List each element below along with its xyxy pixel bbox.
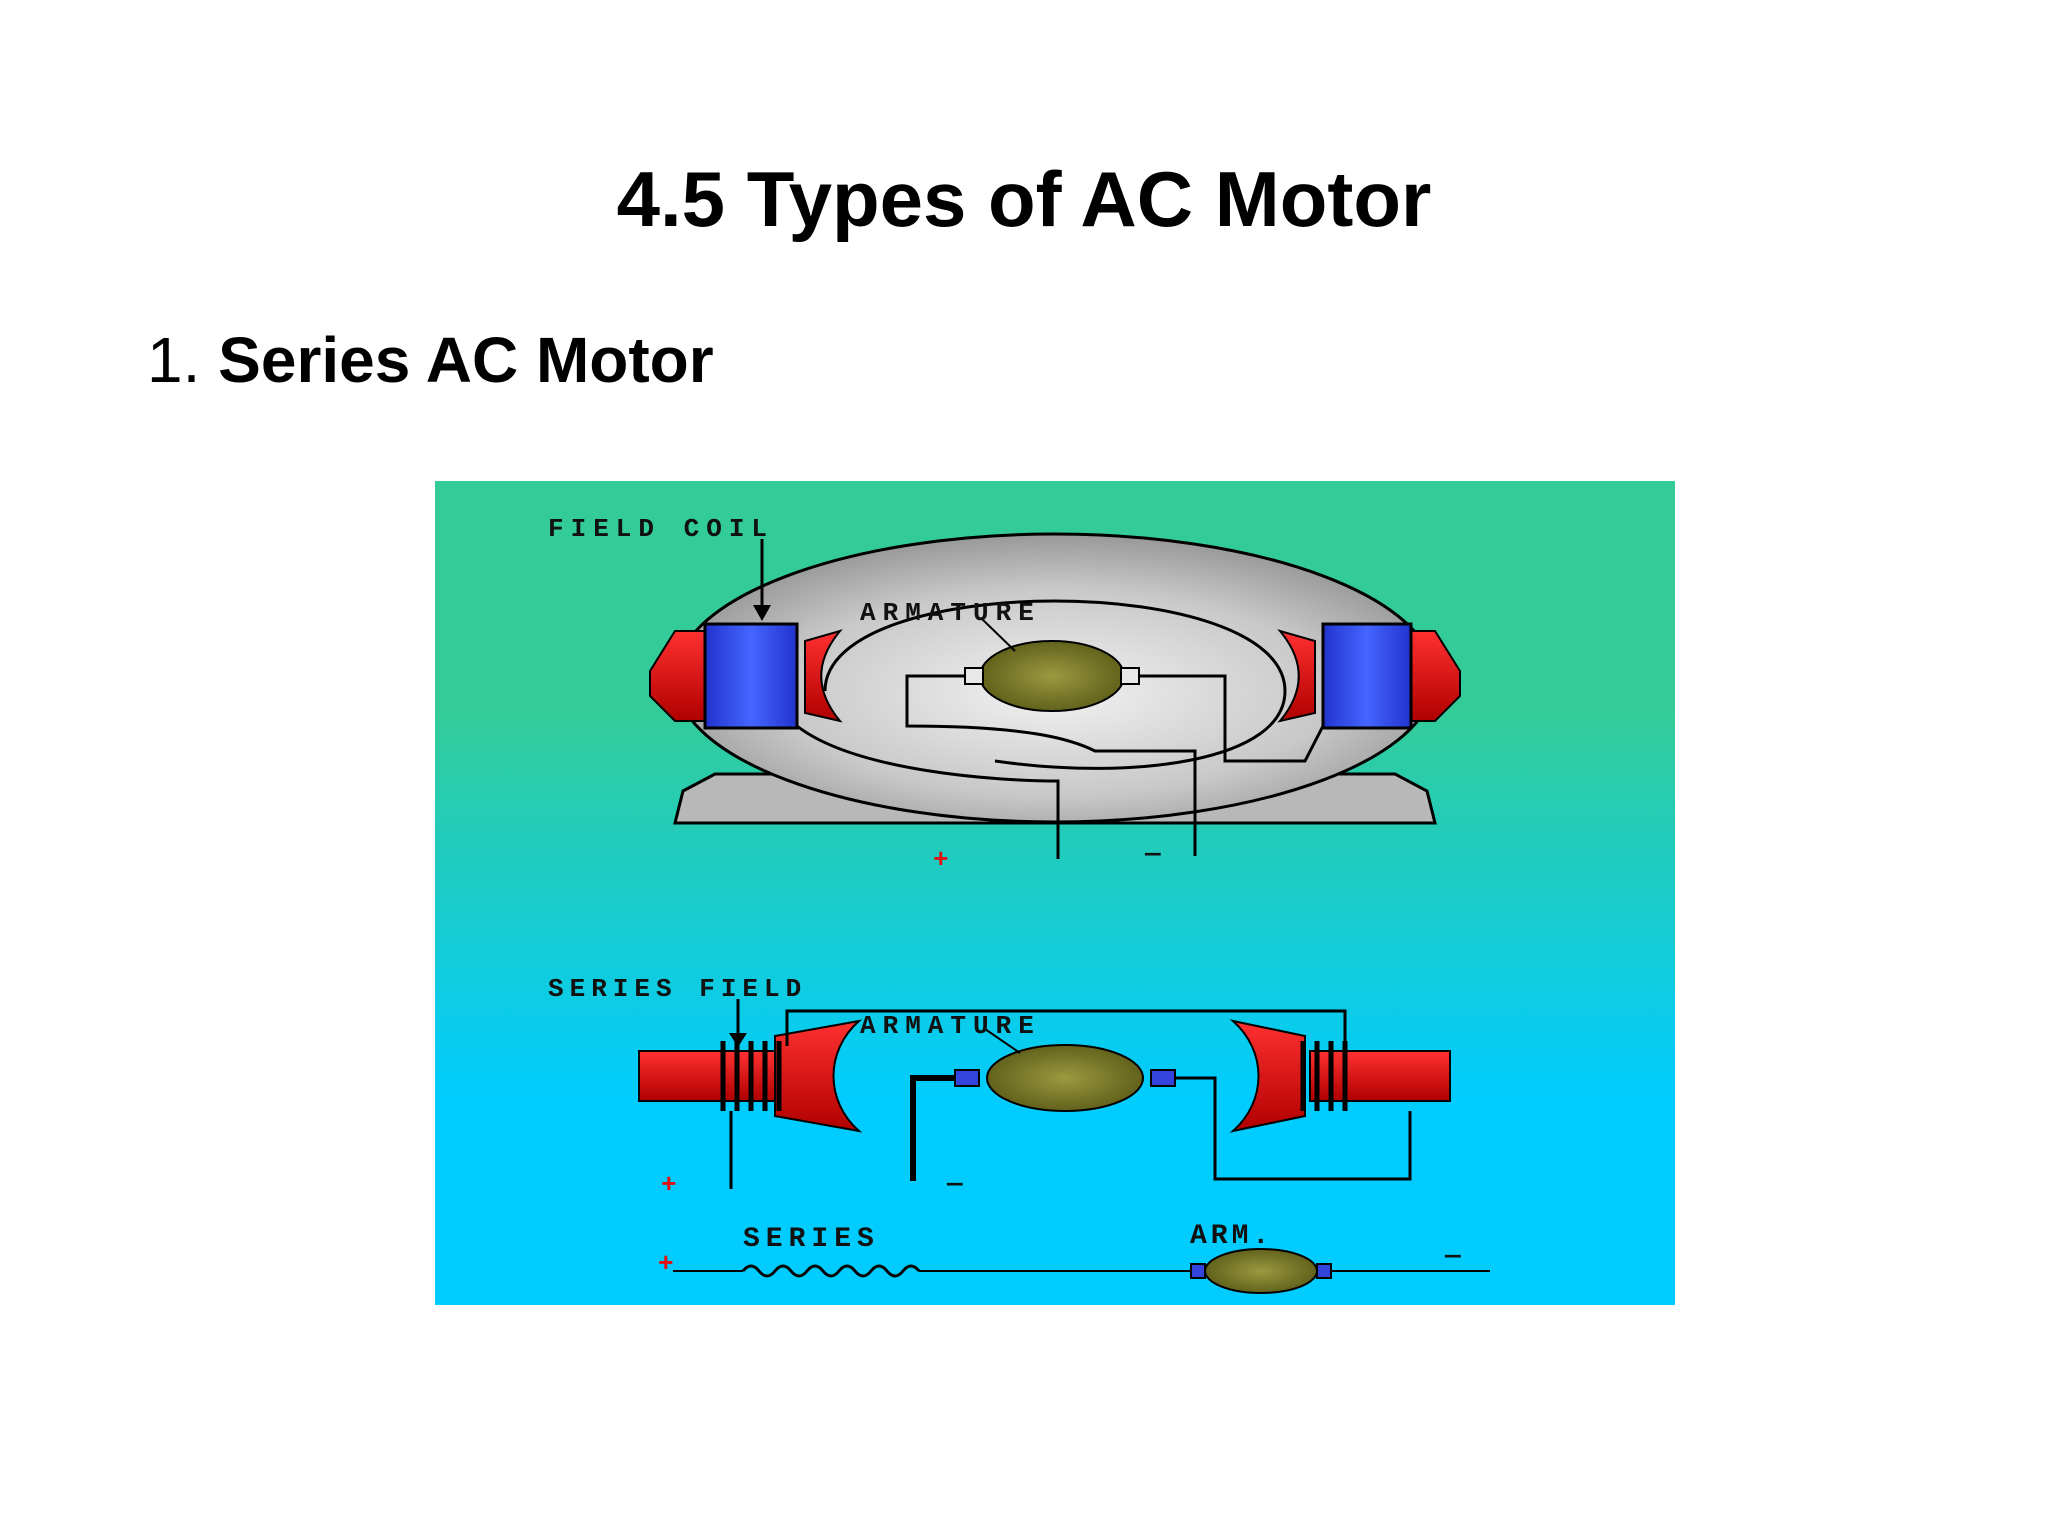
right-pole-shoe	[1277, 629, 1316, 723]
series-left-pole-shoe	[774, 1019, 863, 1133]
series-right-windings	[1300, 1041, 1348, 1111]
label-plus-circuit: +	[658, 1249, 674, 1279]
diagram-canvas: FIELD COIL ARMATURE + —	[435, 481, 1675, 1305]
series-schematic: SERIES FIELD ARMATURE + —	[548, 974, 1451, 1200]
label-series: SERIES	[743, 1224, 880, 1255]
circuit-armature-symbol	[1204, 1248, 1318, 1294]
series-left-windings	[720, 1041, 782, 1111]
bullet-number: 1.	[147, 324, 201, 396]
label-arm: ARM.	[1190, 1221, 1273, 1252]
series-top-loop-wire	[785, 1009, 1347, 1046]
label-minus-top: —	[1144, 839, 1161, 869]
label-armature-top: ARMATURE	[860, 598, 1041, 628]
label-minus-circuit: —	[1444, 1241, 1461, 1271]
series-left-pole	[638, 1050, 780, 1102]
series-armature	[986, 1044, 1144, 1112]
label-field-coil: FIELD COIL	[548, 514, 774, 544]
top-brush-left	[964, 667, 984, 685]
field-coil-arrowhead	[753, 605, 771, 621]
series-right-pole-shoe	[1229, 1019, 1306, 1133]
series-brush-left	[954, 1069, 980, 1087]
label-series-field: SERIES FIELD	[548, 974, 807, 1004]
bullet-text: Series AC Motor	[218, 324, 714, 396]
left-field-coil	[703, 622, 799, 730]
label-armature-bottom: ARMATURE	[860, 1011, 1041, 1041]
label-minus-bottom: —	[946, 1169, 963, 1199]
motor-cross-section: FIELD COIL ARMATURE + —	[548, 514, 1461, 875]
series-wire-right	[1175, 1076, 1412, 1181]
series-wire-minus	[910, 1075, 955, 1181]
series-field-arrowhead	[729, 1033, 747, 1047]
armature-pointer-bottom	[984, 1028, 1021, 1054]
label-plus-top: +	[933, 845, 949, 875]
circuit-brush-left	[1190, 1263, 1206, 1279]
top-wire-right-coil	[1139, 674, 1325, 763]
slide-title: 4.5 Types of AC Motor	[616, 155, 1432, 243]
series-winding-symbol	[741, 1264, 921, 1278]
top-wire-minus	[905, 674, 1197, 856]
armature-pointer-top	[981, 618, 1016, 652]
housing-inner-ring	[823, 599, 1287, 770]
series-motor-diagram: FIELD COIL ARMATURE + —	[435, 481, 1675, 1305]
top-brush-right	[1120, 667, 1140, 685]
series-brush-right	[1150, 1069, 1176, 1087]
bullet-item: 1. Series AC Motor	[147, 328, 714, 392]
left-pole-shoe	[804, 629, 843, 723]
top-wire-plus	[796, 724, 1060, 859]
top-armature	[979, 640, 1125, 712]
label-plus-bottom: +	[661, 1170, 677, 1200]
right-field-coil	[1321, 622, 1413, 730]
circuit-brush-right	[1316, 1263, 1332, 1279]
series-circuit-line: + SERIES ARM. —	[658, 1221, 1490, 1294]
